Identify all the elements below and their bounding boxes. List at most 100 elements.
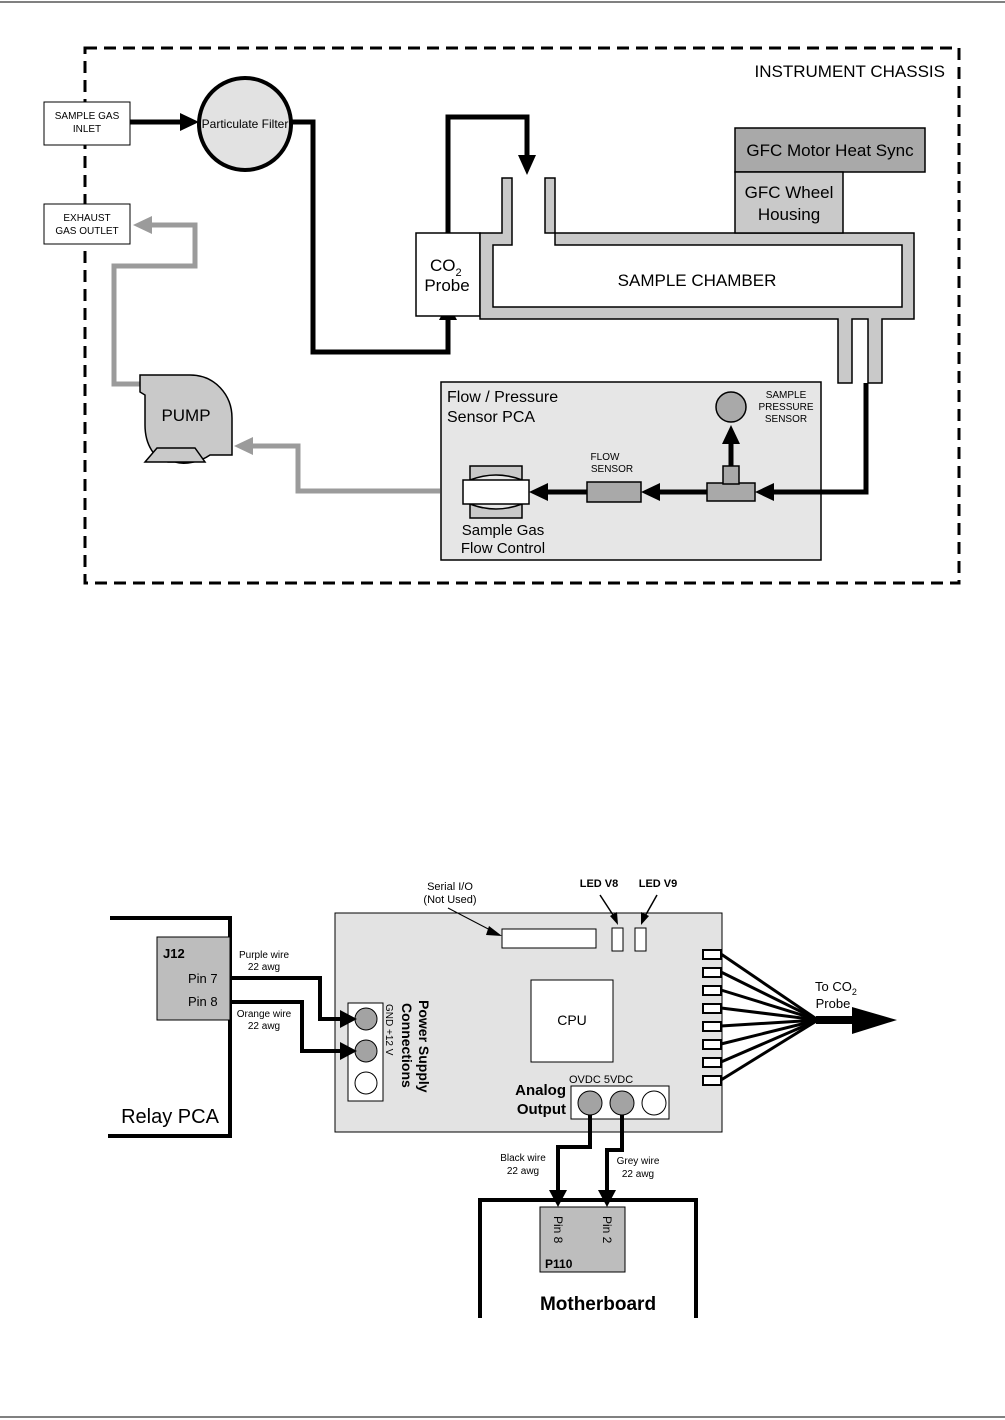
probe-pin [702, 1057, 722, 1068]
gfc-motor-label: GFC Motor Heat Sync [746, 141, 914, 160]
exhaust-outlet-label-2: GAS OUTLET [55, 226, 118, 237]
sample-chamber-label: SAMPLE CHAMBER [618, 271, 777, 290]
power-supply-label-2: Connections [399, 1003, 415, 1088]
motherboard-outline [478, 1198, 698, 1318]
gfc-wheel-housing [734, 171, 844, 234]
j12-label: J12 [163, 946, 185, 961]
instrument-chassis-outline [83, 46, 961, 585]
grey-wire [605, 1115, 624, 1196]
5vdc-terminal [609, 1090, 635, 1116]
gnd-12v-label: GND +12 V [383, 1004, 394, 1056]
probe-cable-wire [720, 970, 819, 1022]
probe-cable-wire [720, 1018, 819, 1028]
flow-control-orifice [462, 479, 530, 505]
particulate-filter-label: Particulate Filter [202, 117, 289, 131]
probe-pin [702, 1003, 722, 1014]
sample-gas-inlet-label-1: SAMPLE GAS [55, 111, 120, 122]
purple-wire [230, 976, 342, 1021]
exhaust-arrowhead [133, 216, 152, 234]
black-wire [556, 1115, 592, 1196]
gnd-terminal [354, 1007, 378, 1031]
pin7-label: Pin 7 [188, 971, 218, 986]
probe-pin [702, 1039, 722, 1050]
led-v9 [634, 927, 647, 952]
black-wire-label-1: Black wire [500, 1153, 546, 1164]
serial-io-leader-head [486, 926, 502, 936]
led-v9-leader-head [641, 912, 649, 925]
flow-control-label-1: Sample Gas [462, 522, 545, 539]
grey-wire-label-2: 22 awg [622, 1169, 654, 1180]
sample-gas-inlet-box [43, 101, 131, 146]
led-v8-leader-head [610, 912, 618, 925]
probe-pin [702, 967, 722, 978]
pump-base [143, 447, 207, 463]
flow-control-label-2: Flow Control [461, 540, 545, 557]
to-co2-probe-label-2: Probe [816, 996, 851, 1011]
sample-chamber [479, 177, 915, 384]
flow-sensor-arrowhead [641, 483, 660, 501]
wiring-diagram: Relay PCA J12 Pin 7 Pin 8 Purple wire 22… [108, 878, 897, 1318]
pressure-arrowhead [722, 425, 740, 444]
probe-pin [702, 1075, 722, 1086]
probe-cable-wire [720, 952, 819, 1022]
pca-label-1: Flow / Pressure [447, 389, 558, 406]
p110-label: P110 [545, 1257, 573, 1271]
analog-unused-terminal [641, 1090, 667, 1116]
purple-wire-label-2: 22 awg [248, 962, 280, 973]
cpu-chip [530, 979, 614, 1063]
orange-wire-label-2: 22 awg [248, 1021, 280, 1032]
tee-inlet-arrowhead [755, 483, 774, 501]
led-v9-label: LED V9 [639, 878, 678, 890]
analog-output-label-2: Output [517, 1101, 566, 1118]
motherboard-label: Motherboard [540, 1294, 656, 1315]
probe-cable-wire [720, 1018, 819, 1082]
to-co2-probe-label: To CO2 [815, 979, 857, 997]
flow-sensor-label-1: FLOW [591, 452, 620, 463]
cpu-label: CPU [557, 1012, 587, 1028]
led-v8 [611, 927, 624, 952]
sample-pressure-sensor [715, 391, 747, 423]
pressure-sensor-label-1: SAMPLE [766, 390, 807, 401]
co2-probe-label-2: Probe [424, 276, 469, 295]
pressure-sensor-label-2: PRESSURE [758, 402, 813, 413]
flow-sensor [586, 481, 642, 503]
flow-control-to-pump-line [250, 443, 440, 494]
led-v8-label: LED V8 [580, 878, 619, 890]
purple-wire-arrowhead [340, 1010, 357, 1028]
serial-io-leader [447, 907, 495, 933]
tee-fitting [706, 482, 756, 502]
pump-to-exhaust-line [111, 222, 198, 387]
probe-cable-fan [720, 952, 819, 1082]
probe-cable-wire [720, 1006, 819, 1022]
plus12v-terminal [354, 1039, 378, 1063]
analog-output-label-1: Analog [515, 1082, 566, 1099]
exhaust-outlet-label-1: EXHAUST [63, 213, 110, 224]
probe-pin [702, 1021, 722, 1032]
unused-terminal [354, 1071, 378, 1095]
pca-label-2: Sensor PCA [447, 409, 535, 426]
led-v9-leader [643, 894, 658, 919]
probe-pin [702, 985, 722, 996]
pump-label: PUMP [161, 406, 210, 425]
probe-cable-wire [720, 988, 819, 1022]
orange-wire-label-1: Orange wire [237, 1009, 292, 1020]
gfc-motor-heat-sync [734, 127, 926, 173]
gfc-wheel-label-2: Housing [758, 205, 820, 224]
orange-wire [230, 1000, 342, 1053]
probe-pin [702, 949, 722, 960]
relay-pca-outline [108, 916, 232, 1138]
led-v8-leader [599, 894, 616, 919]
ovdc-5vdc-label: OVDC 5VDC [569, 1074, 633, 1086]
pump-inlet-arrowhead [234, 437, 253, 455]
pin8-label: Pin 8 [188, 994, 218, 1009]
probe-cable-arrowhead [852, 1007, 897, 1034]
black-wire-label-2: 22 awg [507, 1166, 539, 1177]
filter-to-probe-line [291, 119, 451, 355]
serial-io-port [501, 928, 597, 949]
probe-cable-wire [720, 1018, 819, 1064]
relay-pca-label: Relay PCA [121, 1106, 219, 1128]
chamber-inlet-arrowhead [518, 155, 536, 175]
serial-io-label-2: (Not Used) [423, 894, 476, 906]
tee-fitting-stem [722, 465, 740, 485]
